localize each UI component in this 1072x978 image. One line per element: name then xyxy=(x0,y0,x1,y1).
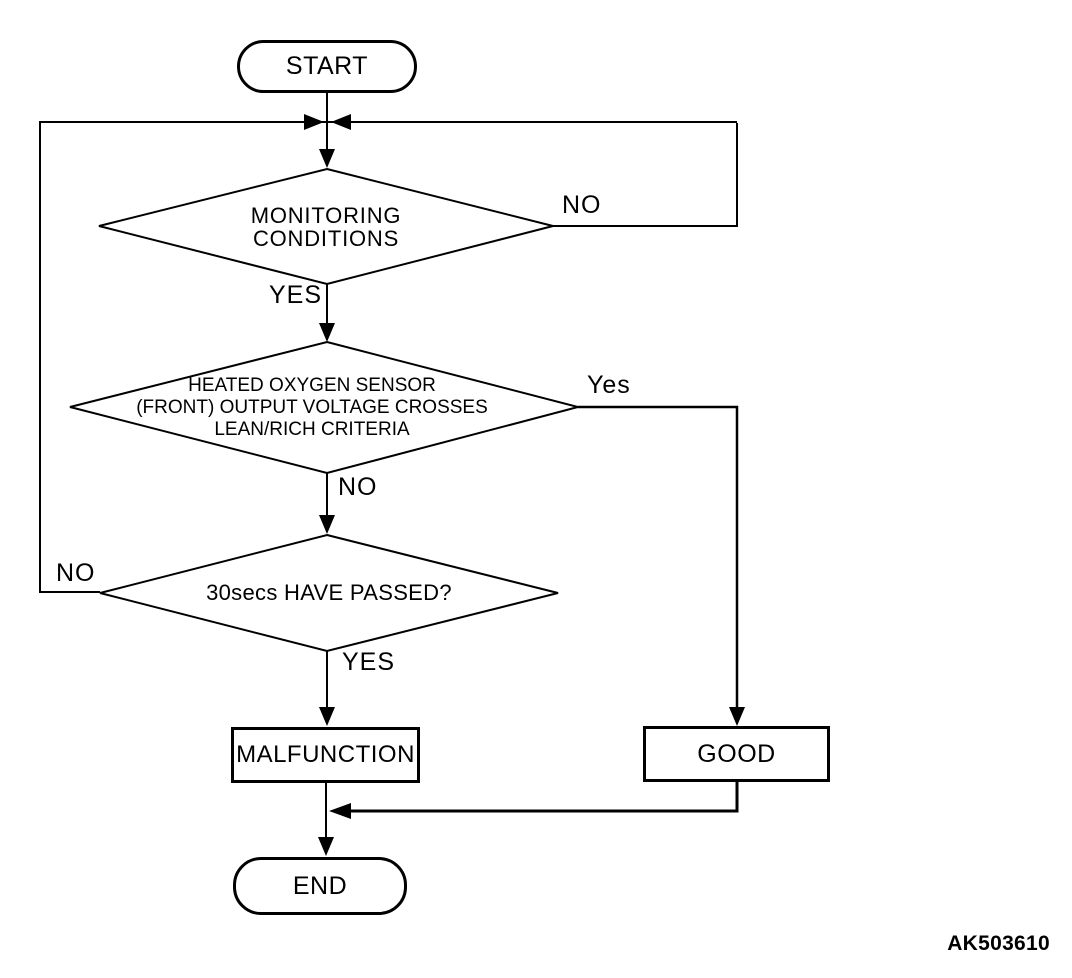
timer-decision-diamond xyxy=(99,533,559,653)
timer-decision-label: 30secs HAVE PASSED? xyxy=(206,580,452,605)
start-node-label: START xyxy=(285,52,369,80)
oxygen-yes-branch-label: Yes xyxy=(587,371,631,399)
monitoring-decision-diamond xyxy=(98,167,554,286)
arrow-into-monitoring-icon xyxy=(319,149,335,168)
arrow-into-good-icon xyxy=(729,707,745,726)
malfunction-node-label: MALFUNCTION xyxy=(236,741,415,768)
junction-right-arrowhead-icon xyxy=(331,114,351,130)
monitoring-yes-branch-label: YES xyxy=(268,281,322,309)
oxygen-decision-label: HEATED OXYGEN SENSOR (FRONT) OUTPUT VOLT… xyxy=(136,374,488,440)
oxygen-no-branch-label: NO xyxy=(338,473,378,501)
arrow-into-end-icon xyxy=(318,837,334,856)
merge-left-arrowhead-icon xyxy=(329,803,351,819)
good-node: GOOD xyxy=(643,726,830,782)
arrow-into-oxygen-icon xyxy=(319,323,335,342)
oxygen-yes-path xyxy=(578,405,739,708)
arrow-into-malfunction-icon xyxy=(319,707,335,726)
end-node: END xyxy=(233,857,407,915)
good-node-label: GOOD xyxy=(697,739,776,768)
end-node-label: END xyxy=(292,871,348,900)
start-node: START xyxy=(237,40,417,93)
figure-code-label: AK503610 xyxy=(947,932,1050,955)
timer-no-loop-path xyxy=(39,121,100,593)
oxygen-decision-diamond xyxy=(69,340,582,475)
arrow-into-timer-icon xyxy=(319,515,335,534)
timer-yes-branch-label: YES xyxy=(342,648,396,676)
good-merge-path xyxy=(350,782,739,813)
monitoring-decision-label: MONITORING CONDITIONS xyxy=(250,202,402,251)
monitoring-no-branch-label: NO xyxy=(562,191,602,219)
malfunction-node: MALFUNCTION xyxy=(231,727,420,783)
timer-no-branch-label: NO xyxy=(56,559,96,587)
monitoring-no-path xyxy=(553,123,738,227)
junction-left-arrowhead-icon xyxy=(304,114,324,130)
